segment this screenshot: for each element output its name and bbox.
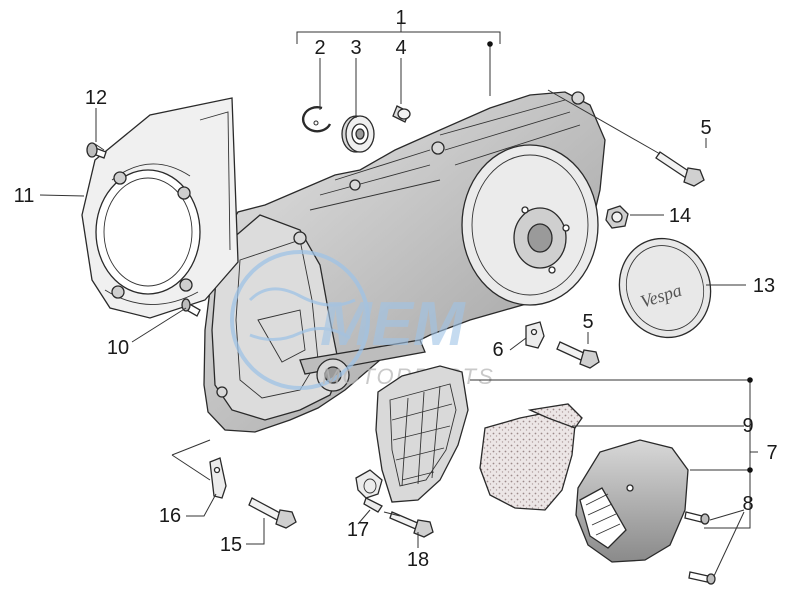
- label-18: 18: [407, 549, 429, 571]
- part-number-labels: 1 2 3 4 5 5 6 7 8 9 10 11 12 13 14 15 16…: [14, 7, 778, 571]
- label-8: 8: [742, 493, 753, 515]
- label-11: 11: [14, 185, 35, 207]
- air-duct-part: [375, 365, 469, 503]
- screw-8-upper-part: [684, 511, 710, 525]
- circlip-2-part: [301, 106, 332, 133]
- emblem-cap-13-part: Vespa: [618, 237, 712, 339]
- label-6: 6: [492, 339, 503, 361]
- bolt-5-upper-part: [655, 151, 705, 187]
- bolt-15-part: [248, 497, 297, 529]
- screw-12-part: [86, 142, 107, 159]
- label-14: 14: [669, 205, 691, 227]
- label-4: 4: [395, 37, 406, 59]
- label-13: 13: [753, 275, 775, 297]
- label-2: 2: [314, 37, 325, 59]
- screw-10-part: [181, 298, 201, 317]
- label-1: 1: [395, 7, 406, 29]
- label-3: 3: [350, 37, 361, 59]
- label-12: 12: [85, 87, 107, 109]
- label-17: 17: [347, 519, 369, 541]
- label-9: 9: [742, 415, 753, 437]
- air-filter-sponge-9-part: [479, 403, 583, 511]
- bolt-18-part: [389, 511, 434, 538]
- bracket-6-part: [525, 321, 545, 349]
- label-7: 7: [766, 442, 777, 464]
- bracket-16-part: [209, 457, 227, 499]
- label-5-lower: 5: [582, 311, 593, 333]
- screw-8-lower-part: [688, 571, 716, 585]
- label-15: 15: [220, 534, 242, 556]
- transmission-cover: [203, 91, 606, 433]
- heat-shield-part: [81, 97, 239, 319]
- leader-lines: [39, 24, 758, 577]
- filter-housing-part: [575, 439, 689, 563]
- label-10: 10: [107, 337, 129, 359]
- svg-text:MEM: MEM: [320, 290, 466, 359]
- dowel-4-part: [392, 105, 411, 123]
- bolt-5-lower-part: [556, 341, 600, 369]
- clamp-17-part: [355, 469, 383, 513]
- bearing-3-part: [341, 115, 375, 153]
- label-16: 16: [159, 505, 181, 527]
- label-5-upper: 5: [700, 117, 711, 139]
- nut-14-part: [605, 205, 629, 229]
